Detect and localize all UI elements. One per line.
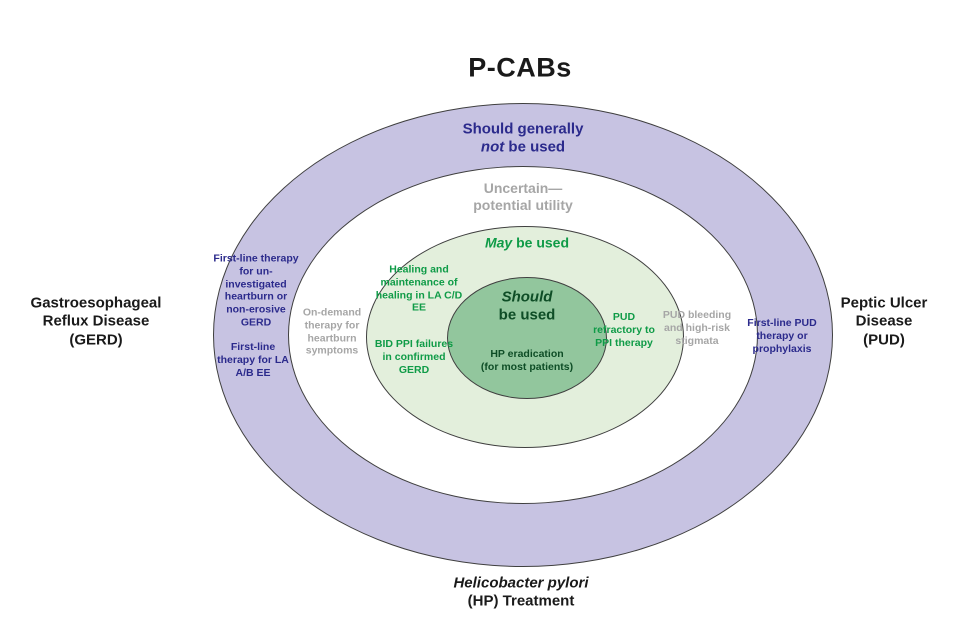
gerd-label-line2: Reflux Disease xyxy=(42,312,150,330)
hp-eradication-item: HP eradication (for most patients) xyxy=(472,348,582,374)
center-should-be-used xyxy=(447,277,607,399)
uncertain-left-item-on-demand: On-demand therapy for heartburn symptoms xyxy=(302,306,362,357)
outer-left-item-first-line-gerd: First-line therapy for un-investigated h… xyxy=(213,252,299,329)
may-left-item-bid-ppi: BID PPI failures in confirmed GERD xyxy=(374,337,454,376)
hp-eradication-line2: (for most patients) xyxy=(480,361,574,373)
hp-treatment-label: Helicobacter pylori (HP) Treatment xyxy=(391,575,651,612)
outer-ring-heading: Should generally not be used xyxy=(413,121,633,158)
gerd-label-line3: (GERD) xyxy=(69,331,123,349)
may-ring-heading: May be used xyxy=(447,234,607,251)
outer-ring-heading-line2: not be used xyxy=(480,139,566,156)
gerd-label-line1: Gastroesophageal xyxy=(30,294,162,312)
outer-left-item-first-line-la-ab: First-line therapy for LA A/B EE xyxy=(217,340,289,379)
outer-right-item-first-line-pud: First-line PUD therapy or prophylaxis xyxy=(747,316,817,355)
should-heading: Should be used xyxy=(467,289,587,326)
outer-ring-heading-line1: Should generally xyxy=(462,120,584,138)
uncertain-ring-heading: Uncertain— potential utility xyxy=(433,180,613,214)
gerd-label: Gastroesophageal Reflux Disease (GERD) xyxy=(1,295,191,350)
may-heading-rest: be used xyxy=(512,234,570,251)
should-heading-line2: be used xyxy=(498,307,556,324)
hp-treatment-line2: (HP) Treatment xyxy=(467,593,575,610)
hp-treatment-italic: Helicobacter pylori xyxy=(453,574,589,592)
may-right-item-pud-refractory: PUD refractory to PPI therapy xyxy=(593,310,655,349)
pud-label-line2: Disease xyxy=(855,312,913,330)
diagram-title: P-CABs xyxy=(468,52,572,83)
pud-label-line3: (PUD) xyxy=(863,331,905,349)
uncertain-right-item-pud-bleeding: PUD bleeding and high-risk stigmata xyxy=(662,308,732,347)
pud-label-line1: Peptic Ulcer xyxy=(840,294,928,312)
hp-eradication-line1: HP eradication xyxy=(490,348,564,361)
pud-label: Peptic Ulcer Disease (PUD) xyxy=(809,295,959,350)
may-left-item-healing: Healing and maintenance of healing in LA… xyxy=(375,263,463,314)
uncertain-heading-line1: Uncertain— xyxy=(483,179,563,196)
uncertain-heading-line2: potential utility xyxy=(473,197,573,213)
may-heading-italic: May xyxy=(484,234,513,251)
should-heading-italic: Should xyxy=(501,288,553,306)
